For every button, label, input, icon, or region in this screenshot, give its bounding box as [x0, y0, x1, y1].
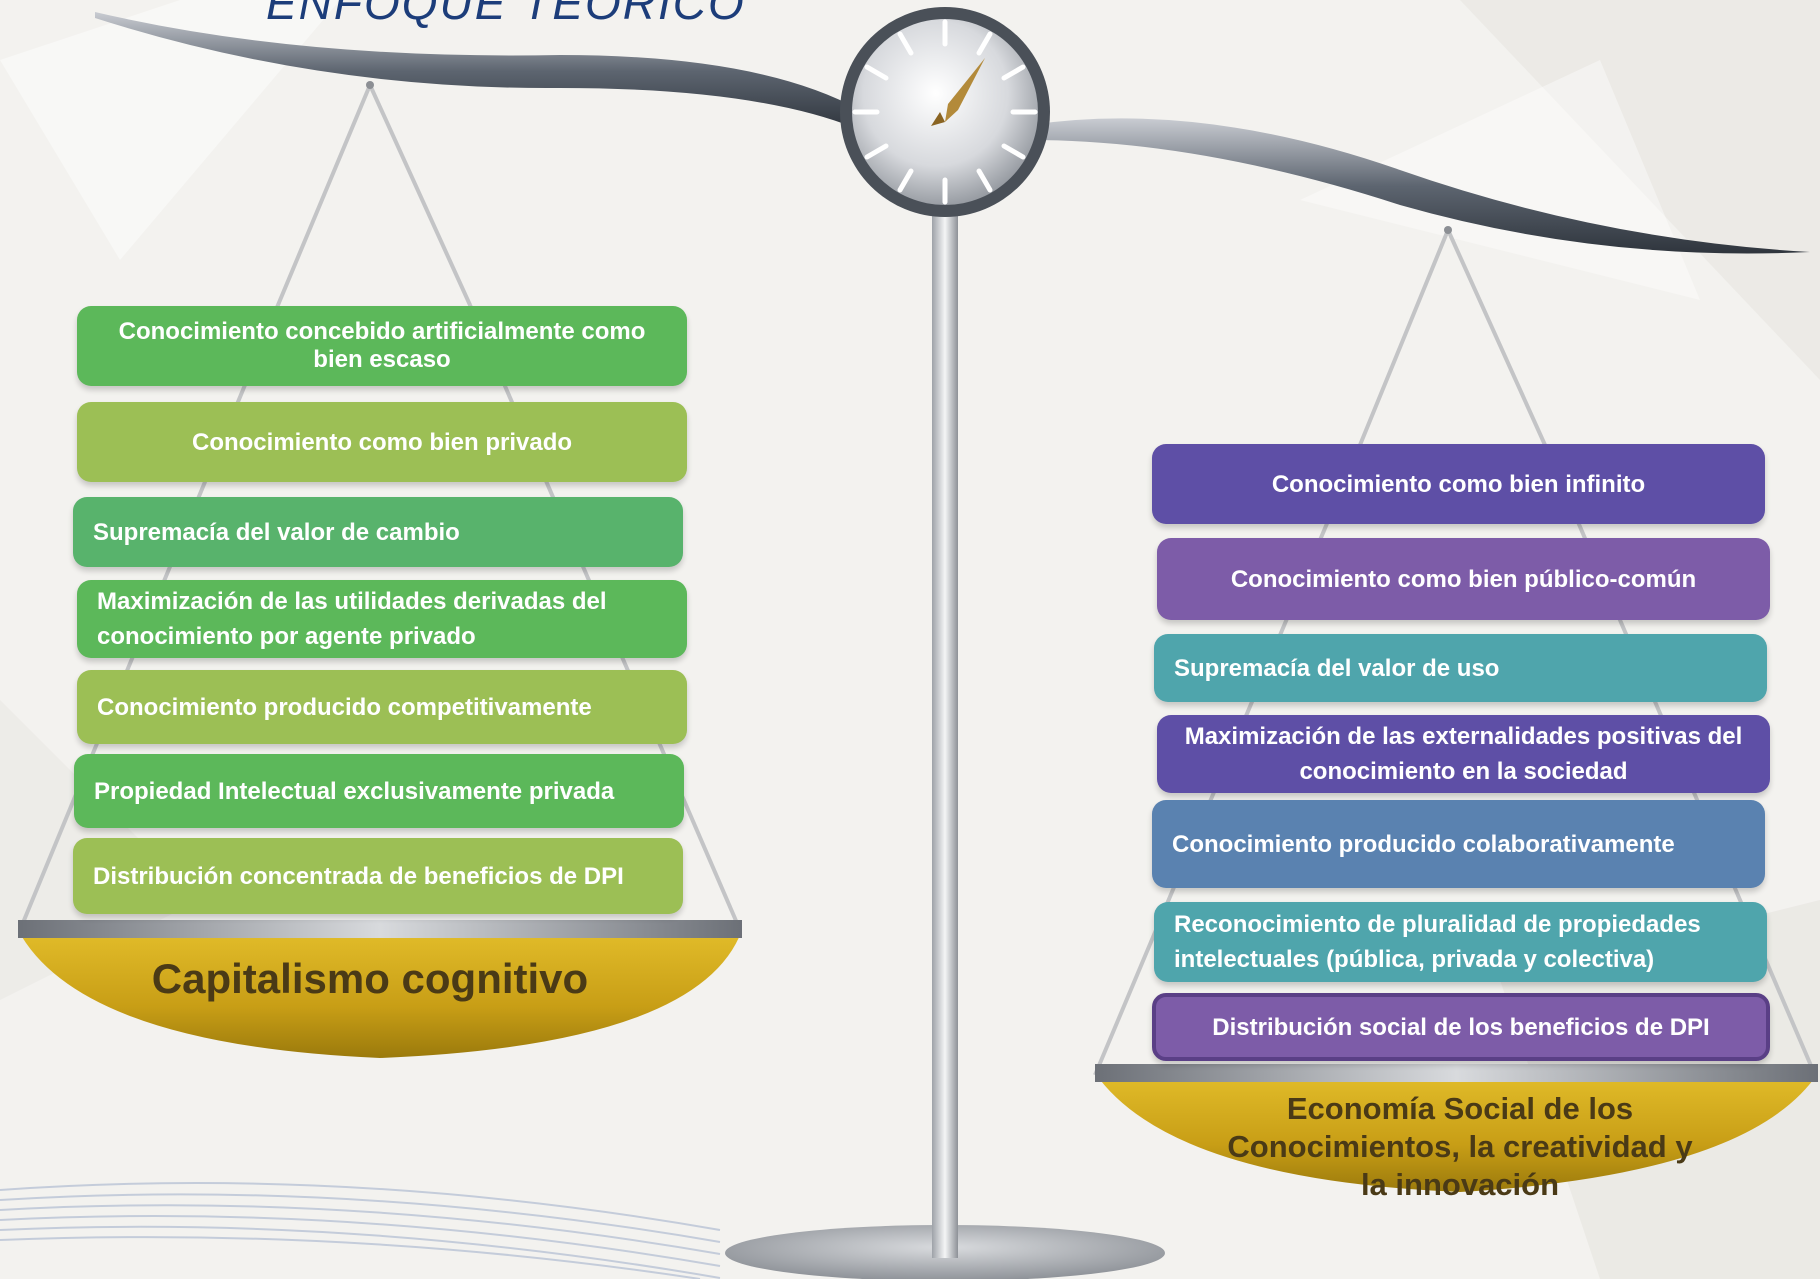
right-item-3-text: Supremacía del valor de uso: [1174, 654, 1500, 682]
right-pan-label: Economía Social de los Conocimientos, la…: [1150, 1090, 1770, 1204]
right-item-2: Conocimiento como bien público-común: [1157, 538, 1770, 620]
right-item-3: Supremacía del valor de uso: [1154, 634, 1767, 702]
right-pan-label-line-1: Economía Social de los: [1286, 1091, 1634, 1126]
left-item-3: Supremacía del valor de cambio: [73, 497, 683, 567]
left-item-7-text: Distribución concentrada de beneficios d…: [93, 862, 624, 890]
right-item-5: Conocimiento producido colaborativamente: [1152, 800, 1765, 888]
right-item-7: Distribución social de los beneficios de…: [1152, 993, 1770, 1061]
left-item-5: Conocimiento producido competitivamente: [77, 670, 687, 744]
right-item-7-text: Distribución social de los beneficios de…: [1212, 1013, 1710, 1041]
left-item-1: Conocimiento concebido artificialmente c…: [77, 306, 687, 386]
left-item-7: Distribución concentrada de beneficios d…: [73, 838, 683, 914]
left-item-3-text: Supremacía del valor de cambio: [93, 518, 460, 546]
right-item-4: Maximización de las externalidades posit…: [1157, 715, 1770, 793]
right-item-4-text: Maximización de las externalidades posit…: [1184, 723, 1743, 785]
left-item-2-text: Conocimiento como bien privado: [191, 428, 573, 456]
right-item-1-text: Conocimiento como bien infinito: [1271, 470, 1646, 498]
left-item-4: Maximización de las utilidades derivadas…: [77, 580, 687, 658]
left-item-4-text: Maximización de las utilidades derivadas…: [97, 588, 607, 650]
right-item-1: Conocimiento como bien infinito: [1152, 444, 1765, 524]
right-pan-label-line-2: Conocimientos, la creatividad y: [1227, 1129, 1693, 1164]
right-item-6: Reconocimiento de pluralidad de propieda…: [1154, 902, 1767, 982]
left-item-1-text: Conocimiento concebido artificialmente c…: [118, 318, 646, 373]
left-pan-label: Capitalismo cognitivo: [151, 955, 589, 1002]
left-item-2: Conocimiento como bien privado: [77, 402, 687, 482]
right-item-6-text: Reconocimiento de pluralidad de propieda…: [1174, 911, 1701, 973]
page-title: ENFOQUE TEÓRICO: [266, 0, 746, 29]
right-item-5-text: Conocimiento producido colaborativamente: [1172, 830, 1675, 858]
right-pan-label-line-3: la innovación: [1360, 1167, 1560, 1202]
left-item-5-text: Conocimiento producido competitivamente: [97, 693, 592, 721]
left-item-6: Propiedad Intelectual exclusivamente pri…: [74, 754, 684, 828]
left-item-6-text: Propiedad Intelectual exclusivamente pri…: [94, 777, 615, 805]
right-item-2-text: Conocimiento como bien público-común: [1230, 565, 1697, 593]
